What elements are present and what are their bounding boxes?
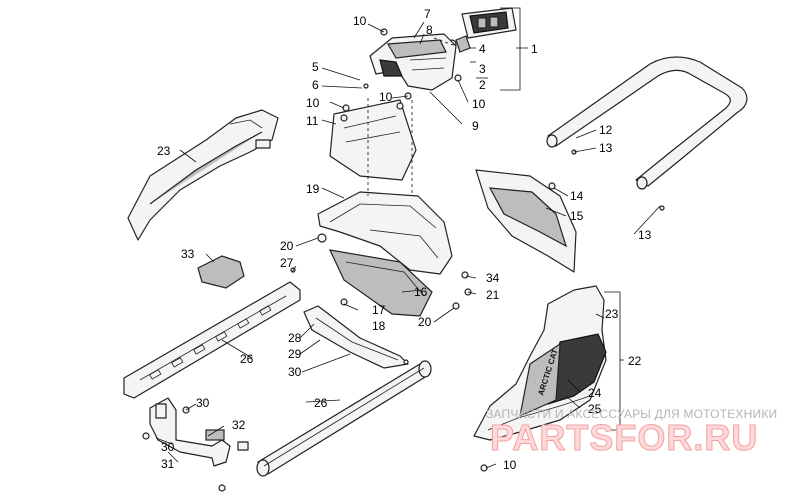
callout-1: 1	[531, 42, 538, 56]
callout-8: 8	[426, 23, 433, 37]
hardware-fasteners	[142, 28, 665, 492]
callout-22: 22	[628, 354, 642, 368]
hitch-bracket	[303, 305, 409, 369]
callout-23-right-panel: 23	[605, 307, 619, 321]
callout-7: 7	[424, 7, 431, 21]
callout-32: 32	[232, 418, 246, 432]
hitch-mount	[149, 397, 249, 467]
callout-13-lower: 13	[638, 228, 652, 242]
callout-23-left-panel: 23	[157, 144, 171, 158]
upper-bumper-rail	[123, 281, 301, 399]
callout-30-bottom: 30	[161, 440, 175, 454]
taillight-housing	[369, 33, 457, 91]
callout-20-upper: 20	[280, 239, 294, 253]
rear-flap	[317, 191, 453, 275]
grab-bar	[546, 56, 748, 190]
callout-19: 19	[306, 182, 320, 196]
callout-20-lower: 20	[418, 315, 432, 329]
callout-25: 25	[588, 402, 602, 416]
callout-10-housing: 10	[472, 97, 486, 111]
assembly-reference-lines	[367, 37, 457, 196]
callout-14: 14	[570, 189, 584, 203]
lower-bumper-tube	[256, 360, 432, 477]
callout-4: 4	[479, 42, 486, 56]
callout-2: 2	[479, 78, 486, 92]
callout-29: 29	[288, 347, 302, 361]
callout-11: 11	[306, 114, 319, 128]
callout-13-upper: 13	[599, 141, 613, 155]
callout-28: 28	[288, 331, 302, 345]
left-side-panel	[127, 109, 279, 241]
watermark: ЗАПЧАСТИ И АКСЕССУАРЫ ДЛЯ МОТОТЕХНИКИ PA…	[486, 407, 777, 459]
leader-lines	[155, 7, 661, 469]
reflector-pad	[197, 255, 245, 289]
callout-33: 33	[181, 247, 195, 261]
watermark-brand: PARTSFOR.RU	[490, 417, 758, 458]
callout-17: 17	[372, 303, 386, 317]
taillight-lens	[461, 7, 517, 39]
callout-9: 9	[472, 119, 479, 133]
callout-10-left: 10	[306, 96, 320, 110]
callout-30-mount: 30	[196, 396, 210, 410]
callout-18: 18	[372, 319, 386, 333]
mounting-bracket	[329, 99, 417, 181]
callout-27: 27	[280, 256, 294, 270]
callout-12: 12	[599, 123, 613, 137]
callout-26-lower: 26	[314, 396, 328, 410]
callout-30-hitch: 30	[288, 365, 302, 379]
callout-labels: 1 2 3 4 5 6 7 8 9 10 10 10 10 10 11 12 1…	[157, 7, 652, 472]
lower-flap	[328, 249, 433, 317]
callout-10-bracket: 10	[379, 90, 393, 104]
callout-24: 24	[588, 386, 602, 400]
callout-3: 3	[479, 62, 486, 76]
callout-5: 5	[312, 60, 319, 74]
callout-21: 21	[486, 288, 500, 302]
callout-15: 15	[570, 209, 584, 223]
right-rear-panel	[475, 169, 577, 273]
callout-6: 6	[312, 78, 319, 92]
callout-26-upper: 26	[240, 352, 254, 366]
callout-34: 34	[486, 271, 500, 285]
callout-10-bottom: 10	[503, 458, 517, 472]
callout-16: 16	[414, 285, 428, 299]
watermark-subtitle: ЗАПЧАСТИ И АКСЕССУАРЫ ДЛЯ МОТОТЕХНИКИ	[486, 407, 777, 421]
callout-31: 31	[161, 457, 175, 471]
callout-10-top: 10	[353, 14, 367, 28]
